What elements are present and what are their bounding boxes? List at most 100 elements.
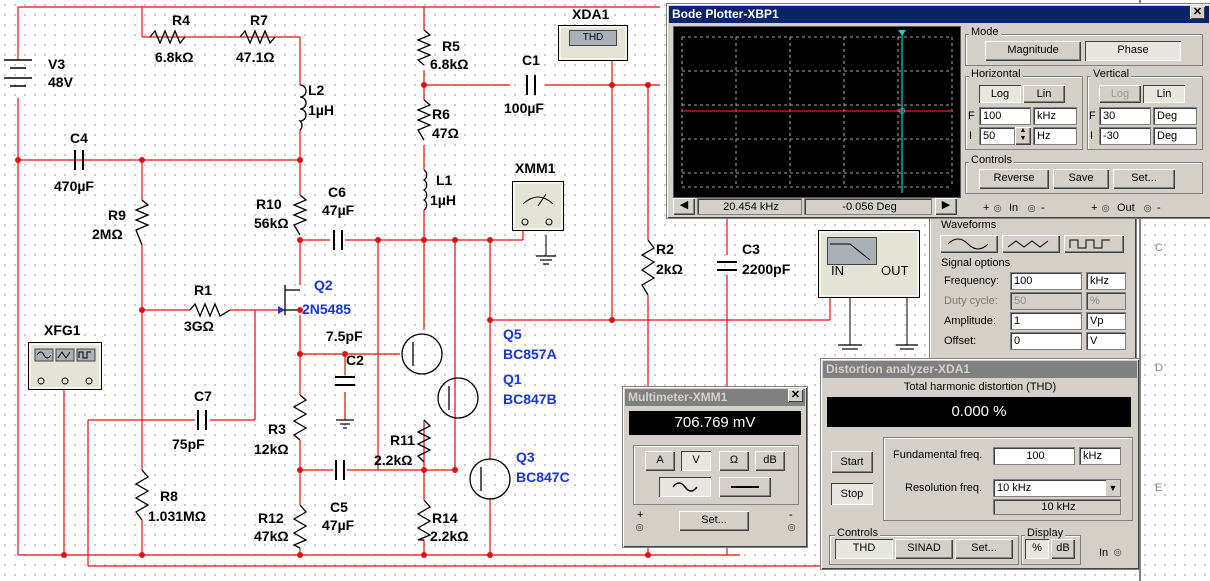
out-minus-terminal-icon[interactable]: ⊚ [1143,203,1153,215]
voltmeter-button[interactable]: V [681,451,711,471]
bode-graph [681,30,953,193]
label-q2: Q2 [314,277,333,293]
cursor-right-button[interactable]: ▶ [935,198,957,215]
multimeter-title: Multimeter-XMM1 [628,390,728,404]
db-button[interactable]: dB [755,451,785,471]
amplitude-unit[interactable]: Vp [1086,312,1126,330]
label-q1-value: BC847B [503,391,557,407]
h-i-field[interactable]: 50 [979,127,1015,145]
v-f-label: F [1089,110,1096,122]
signal-options-label: Signal options [939,257,1013,269]
cursor-left-button[interactable]: ◀ [673,198,695,215]
xfg-instrument-icon[interactable] [28,342,102,390]
bode-graph-display[interactable] [673,26,961,198]
label-c3: C3 [742,241,760,257]
bode-titlebar[interactable]: Bode Plotter-XBP1 [669,6,1209,23]
bode-title: Bode Plotter-XBP1 [672,7,779,21]
fundamental-freq-unit[interactable]: kHz [1079,447,1121,465]
percent-button[interactable]: % [1025,539,1049,559]
mode-group [965,34,1203,66]
xfg-title: XFG1 [44,322,81,338]
triangle-wave-button[interactable] [1002,235,1060,253]
db-display-button[interactable]: dB [1051,539,1075,559]
label-q3: Q3 [516,449,535,465]
h-i-spinner-icon[interactable]: ▲▼ [1015,127,1031,145]
thd-reading: 0.000 % [827,397,1131,427]
ammeter-button[interactable]: A [645,451,675,471]
distortion-set-button[interactable]: Set... [955,539,1013,559]
xda-instrument-icon[interactable]: THD [558,25,628,61]
multimeter-titlebar[interactable]: Multimeter-XMM1 [625,389,805,406]
plus-terminal-icon[interactable]: ⊚ [635,522,645,534]
v-i-unit[interactable]: Deg [1153,127,1197,145]
out-plus-label: + [1091,202,1098,214]
h-log-button[interactable]: Log [979,85,1021,103]
label-r7: R7 [250,12,268,28]
out-plus-terminal-icon[interactable]: ⊚ [1101,203,1111,215]
ohmmeter-button[interactable]: Ω [719,451,749,471]
label-q5: Q5 [503,326,522,342]
h-f-unit[interactable]: kHz [1033,107,1077,125]
label-r12-value: 47kΩ [254,528,289,544]
v-f-unit[interactable]: Deg [1153,107,1197,125]
in-minus-label: - [1041,202,1045,214]
sine-wave-button[interactable] [940,235,998,253]
ac-mode-button[interactable] [659,477,711,497]
frequency-field[interactable]: 100 [1010,272,1082,290]
duty-field[interactable]: 50 [1010,292,1082,310]
offset-unit[interactable]: V [1086,332,1126,350]
close-icon[interactable]: ✕ [1190,6,1205,19]
dc-mode-button[interactable] [719,477,771,497]
label-c7-value: 75pF [172,436,205,452]
start-button[interactable]: Start [831,451,873,473]
function-generator-panel: Waveforms Signal options Frequency: 100 … [929,210,1137,362]
v-lin-button[interactable]: Lin [1143,85,1185,103]
horizontal-label: Horizontal [969,68,1023,80]
xmm-instrument-icon[interactable] [512,181,564,231]
magnitude-button[interactable]: Magnitude [985,41,1081,61]
phase-button[interactable]: Phase [1085,41,1181,61]
ruler-c: C [1155,242,1163,254]
reverse-button[interactable]: Reverse [979,169,1049,189]
in-terminal-icon[interactable]: ⊚ [1113,547,1123,559]
label-v3: V3 [48,56,66,72]
thd-button[interactable]: THD [835,539,893,559]
frequency-unit[interactable]: kHz [1086,272,1126,290]
save-button[interactable]: Save [1053,169,1109,189]
duty-unit[interactable]: % [1086,292,1126,310]
frequency-readout: 20.454 kHz [697,198,802,215]
in-minus-terminal-icon[interactable]: ⊚ [1027,203,1037,215]
label-c4: C4 [70,130,88,146]
square-wave-button[interactable] [1064,235,1124,253]
multimeter-set-button[interactable]: Set... [679,511,749,531]
label-c1: C1 [522,52,540,68]
label-r14-value: 2.2kΩ [430,528,469,544]
close-icon[interactable]: ✕ [788,389,803,402]
h-i-unit[interactable]: Hz [1033,127,1077,145]
chevron-down-icon[interactable]: ▼ [1106,480,1120,496]
minus-terminal-icon[interactable]: ⊚ [787,522,797,534]
amplitude-field[interactable]: 1 [1010,312,1082,330]
multimeter-plus-label: + [637,509,644,521]
mode-label: Mode [969,26,1001,38]
distortion-controls-label: Controls [835,527,880,539]
h-f-field[interactable]: 100 [979,107,1031,125]
v-log-button[interactable]: Log [1099,85,1141,103]
resolution-freq-select[interactable]: 10 kHz▼ [993,479,1121,497]
v-f-field[interactable]: 30 [1099,107,1151,125]
v-i-field[interactable]: -30 [1099,127,1151,145]
bode-instrument-icon[interactable]: IN OUT [818,230,920,298]
label-q1: Q1 [503,371,522,387]
offset-field[interactable]: 0 [1010,332,1082,350]
h-lin-button[interactable]: Lin [1023,85,1065,103]
stop-button[interactable]: Stop [831,483,873,505]
fundamental-freq-field[interactable]: 100 [993,447,1075,465]
label-q2-value: 2N5485 [302,301,352,317]
set-button[interactable]: Set... [1113,169,1175,189]
label-r1-value: 3GΩ [184,318,214,334]
sinad-button[interactable]: SINAD [895,539,953,559]
distortion-controls-group [829,535,1019,565]
ruler-d: D [1155,362,1163,374]
in-plus-terminal-icon[interactable]: ⊚ [993,203,1003,215]
distortion-titlebar[interactable]: Distortion analyzer-XDA1 [823,361,1137,378]
